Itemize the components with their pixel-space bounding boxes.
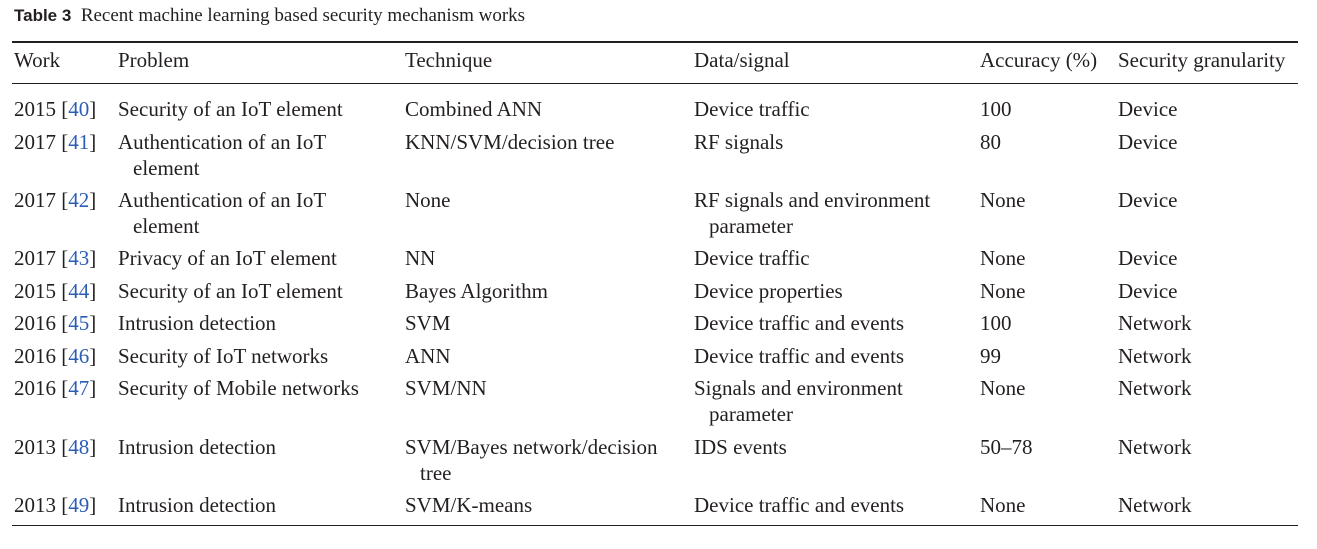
accuracy-cell: 99 [980,344,1001,368]
accuracy-cell: 100 [980,311,1012,335]
work-cell: 2016 [47] [14,376,97,400]
accuracy-cell: None [980,493,1026,517]
data-signal-cell: parameter [709,402,793,426]
header-accuracy: Accuracy (%) [980,48,1098,72]
accuracy-cell: None [980,188,1026,212]
technique-cell: KNN/SVM/decision tree [405,130,615,154]
reference-link[interactable]: 47 [68,376,90,400]
security-granularity-cell: Device [1118,188,1178,212]
accuracy-cell: None [980,246,1026,270]
work-year: 2017 [14,130,56,154]
technique-cell: None [405,188,451,212]
work-year: 2017 [14,188,56,212]
work-cell: 2017 [41] [14,130,97,154]
technique-cell: NN [405,246,436,270]
work-cell: 2013 [49] [14,493,97,517]
data-signal-cell: Signals and environment [694,376,903,400]
problem-cell: element [133,156,200,180]
bottom-rule [12,525,1298,526]
problem-cell: Intrusion detection [118,493,277,517]
accuracy-cell: None [980,376,1026,400]
accuracy-cell: 80 [980,130,1001,154]
technique-cell: SVM [405,311,451,335]
table-label: Table 3 [14,6,72,25]
work-year: 2015 [14,279,56,303]
reference-link[interactable]: 43 [68,246,90,270]
data-signal-cell: parameter [709,214,793,238]
data-signal-cell: Device traffic [694,97,810,121]
problem-cell: Security of an IoT element [118,279,343,303]
data-signal-cell: Device properties [694,279,843,303]
work-cell: 2013 [48] [14,435,97,459]
problem-cell: Authentication of an IoT [118,130,327,154]
data-signal-cell: RF signals [694,130,784,154]
technique-cell: tree [420,461,452,485]
work-year: 2017 [14,246,56,270]
work-cell: 2016 [45] [14,311,97,335]
work-cell: 2016 [46] [14,344,97,368]
accuracy-cell: 100 [980,97,1012,121]
reference-link[interactable]: 48 [68,435,90,459]
data-signal-cell: Device traffic and events [694,311,905,335]
work-year: 2016 [14,311,56,335]
reference-link[interactable]: 46 [68,344,90,368]
reference-link[interactable]: 49 [68,493,90,517]
problem-cell: Privacy of an IoT element [118,246,337,270]
problem-cell: Security of IoT networks [118,344,329,368]
reference-link[interactable]: 42 [68,188,90,212]
header-rule [12,83,1298,84]
work-year: 2013 [14,435,56,459]
security-granularity-cell: Device [1118,97,1178,121]
security-granularity-cell: Network [1118,311,1192,335]
work-cell: 2015 [40] [14,97,97,121]
accuracy-cell: 50–78 [980,435,1033,459]
reference-link[interactable]: 41 [68,130,90,154]
problem-cell: Security of an IoT element [118,97,343,121]
problem-cell: element [133,214,200,238]
security-granularity-cell: Network [1118,344,1192,368]
header-work: Work [14,48,61,72]
table-caption: Table 3 Recent machine learning based se… [14,4,525,28]
data-signal-cell: IDS events [694,435,787,459]
technique-cell: Combined ANN [405,97,543,121]
technique-cell: ANN [405,344,451,368]
table-title: Recent machine learning based security m… [80,5,526,26]
work-year: 2016 [14,344,56,368]
problem-cell: Authentication of an IoT [118,188,327,212]
reference-link[interactable]: 40 [68,97,90,121]
technique-cell: Bayes Algorithm [405,279,548,303]
reference-link[interactable]: 45 [68,311,90,335]
data-signal-cell: RF signals and environment [694,188,931,212]
work-year: 2016 [14,376,56,400]
security-granularity-cell: Network [1118,493,1192,517]
technique-cell: SVM/K-means [405,493,533,517]
work-cell: 2017 [42] [14,188,97,212]
data-signal-cell: Device traffic [694,246,810,270]
problem-cell: Intrusion detection [118,435,277,459]
accuracy-cell: None [980,279,1026,303]
work-year: 2013 [14,493,56,517]
top-rule [12,41,1298,43]
data-signal-cell: Device traffic and events [694,493,905,517]
data-signal-cell: Device traffic and events [694,344,905,368]
security-granularity-cell: Device [1118,246,1178,270]
security-granularity-cell: Device [1118,130,1178,154]
problem-cell: Intrusion detection [118,311,277,335]
problem-cell: Security of Mobile networks [118,376,359,400]
work-cell: 2017 [43] [14,246,97,270]
header-data-signal: Data/signal [694,48,790,72]
reference-link[interactable]: 44 [68,279,90,303]
work-year: 2015 [14,97,56,121]
technique-cell: SVM/NN [405,376,487,400]
header-problem: Problem [118,48,190,72]
security-granularity-cell: Network [1118,435,1192,459]
security-granularity-cell: Device [1118,279,1178,303]
header-security-granularity: Security granularity [1118,48,1286,72]
technique-cell: SVM/Bayes network/decision [405,435,658,459]
header-technique: Technique [405,48,493,72]
work-cell: 2015 [44] [14,279,97,303]
security-granularity-cell: Network [1118,376,1192,400]
